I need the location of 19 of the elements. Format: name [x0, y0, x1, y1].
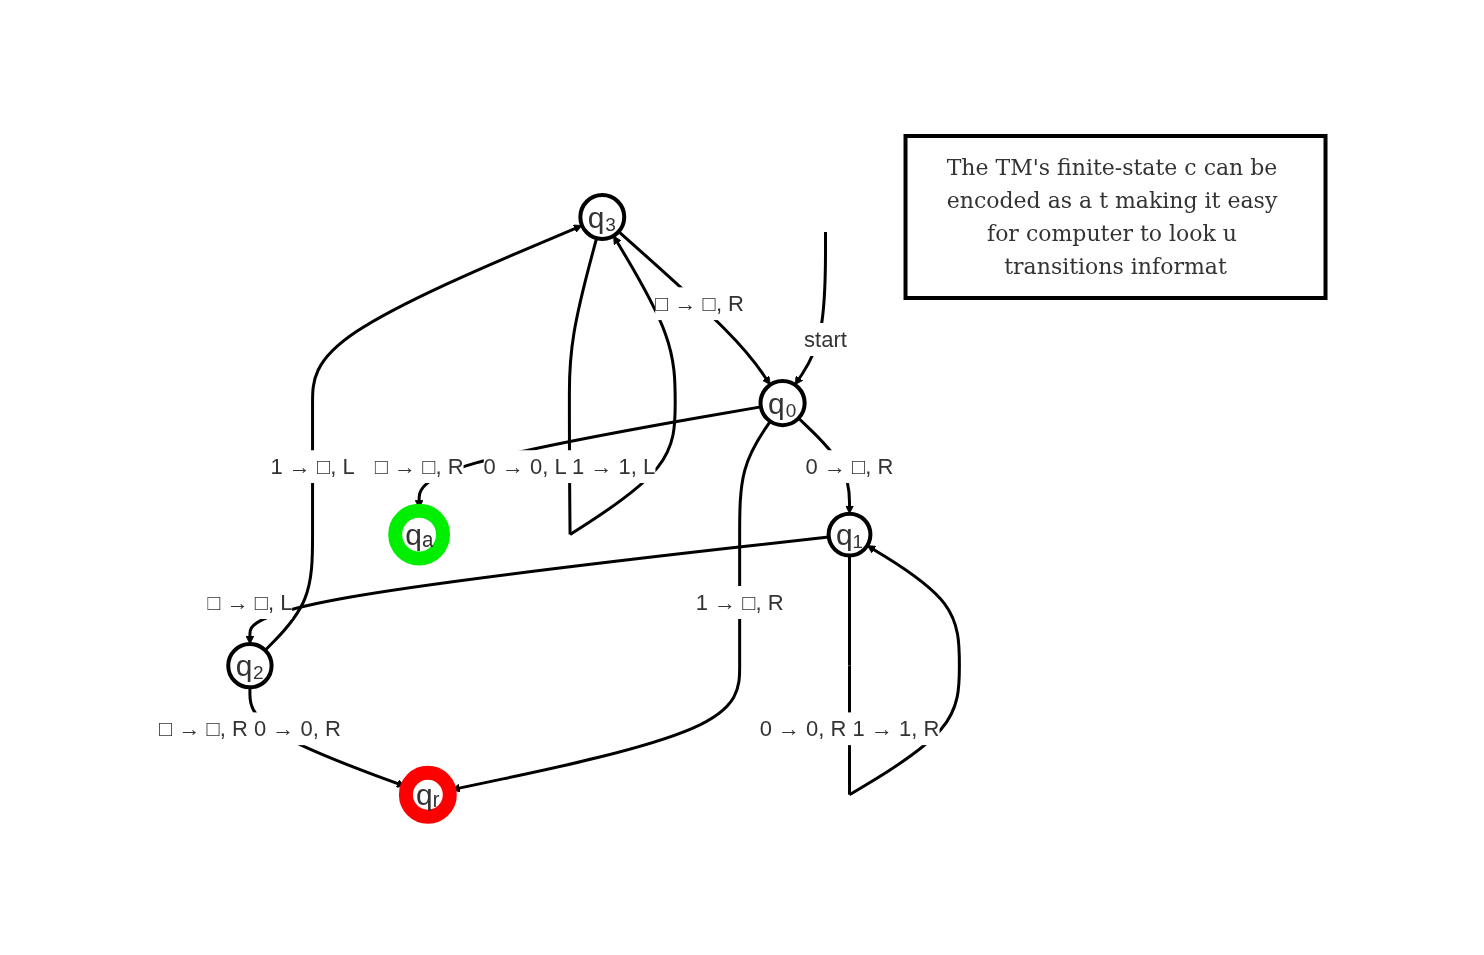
edge-label: 0 → 0, L 1 → 1, L — [483, 454, 655, 480]
edge-label: 0 → 0, R 1 → 1, R — [759, 716, 940, 742]
node-circle: qᵣ — [398, 765, 457, 824]
arrow — [263, 224, 583, 652]
arrow — [617, 230, 771, 386]
node-circle: q₀ — [758, 378, 807, 427]
edge-label: start — [803, 326, 847, 352]
node-box: The TM's finite-state c can be encoded as a t making it easy for computer to look u transitions informat — [903, 133, 1328, 300]
edge-label: □ → □, R — [374, 454, 464, 480]
edge-label: □ → □, R 0 → 0, R — [158, 716, 341, 742]
edge-label: 1 → □, L — [270, 454, 355, 480]
node-circle: q₂ — [226, 641, 274, 690]
node-circle: q₁ — [826, 511, 873, 558]
edge-label: 1 → □, R — [695, 589, 784, 615]
edge-label: 0 → □, R — [805, 454, 894, 480]
node-circle: q₃ — [578, 192, 626, 241]
edge-label: □ → □, R — [654, 291, 744, 317]
edge-label: □ → □, L — [207, 589, 293, 615]
node-circle: qₐ — [387, 503, 450, 566]
